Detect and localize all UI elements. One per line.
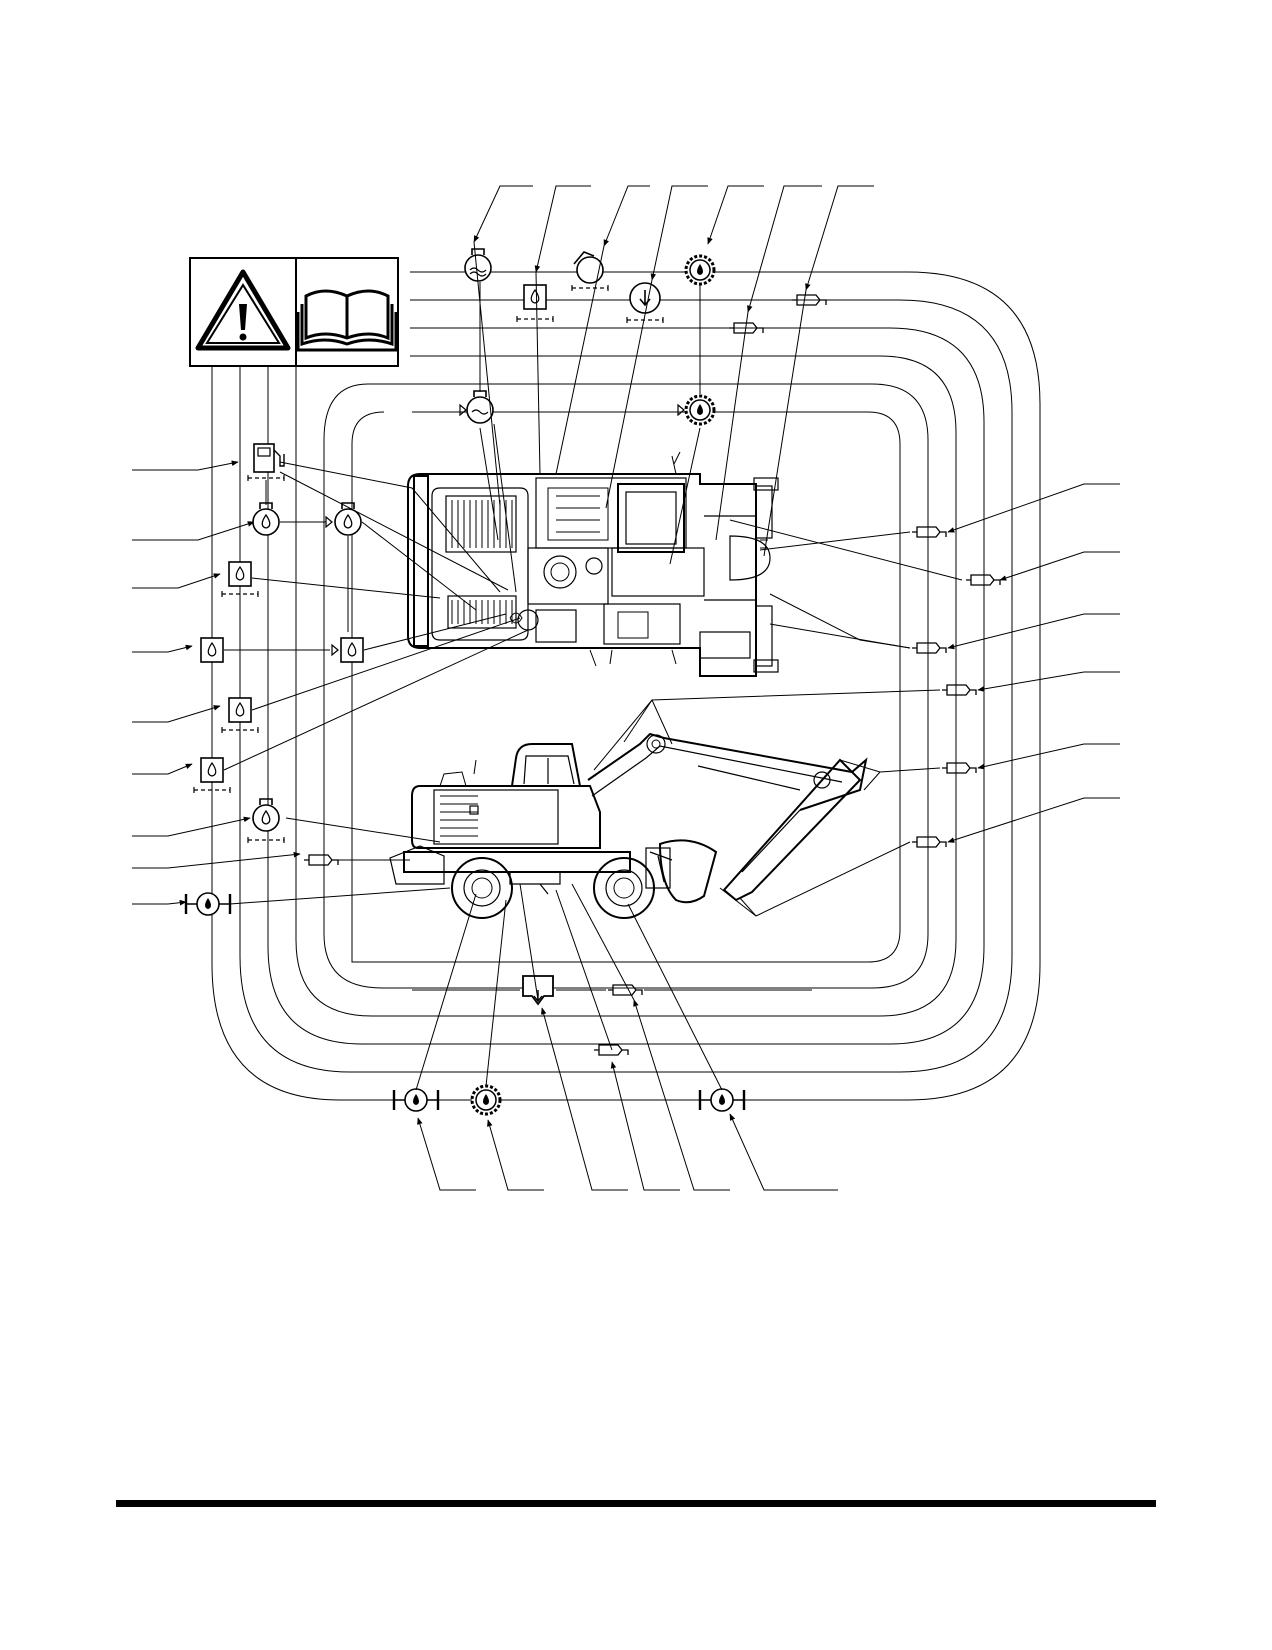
axle-oil-icon xyxy=(392,1087,440,1113)
grease-point-icon xyxy=(607,984,643,996)
footer-rule xyxy=(116,1500,1156,1507)
warning-triangle-icon xyxy=(195,269,291,351)
filter-icon xyxy=(626,282,664,324)
routing-lines xyxy=(211,271,1041,1101)
right-leaders xyxy=(947,483,1120,843)
top-leaders xyxy=(473,185,874,313)
gear-oil-icon xyxy=(684,254,716,286)
axle-oil-icon xyxy=(184,891,232,917)
grease-point-icon xyxy=(911,526,947,538)
right-machine-leaders xyxy=(593,519,963,917)
fuel-icon xyxy=(247,443,285,482)
bottom-leaders xyxy=(415,883,838,1191)
grease-point-icon xyxy=(941,684,977,696)
gear-oil-icon xyxy=(470,1084,502,1116)
engine-oil-check-icon xyxy=(325,502,362,536)
grease-point-icon xyxy=(911,836,947,848)
operator-manual-icon xyxy=(296,289,398,352)
engine-oil-icon xyxy=(247,798,285,844)
engine-coolant-icon xyxy=(459,390,494,424)
hydraulic-tank-check-icon xyxy=(331,637,364,663)
machine-top-view xyxy=(407,451,779,677)
left-leaders xyxy=(132,460,301,906)
machine-leaders xyxy=(223,241,807,905)
top-view-radiator-grille xyxy=(451,500,513,624)
hydraulic-tank-icon xyxy=(200,637,224,663)
axle-oil-icon xyxy=(698,1087,746,1113)
engine-coolant-icon xyxy=(464,248,492,282)
grease-point-icon xyxy=(965,574,1001,586)
grease-point-icon xyxy=(941,762,977,774)
oil-reservoir-icon xyxy=(516,284,554,323)
grease-point-icon xyxy=(303,854,339,866)
engine-oil-icon xyxy=(252,502,280,536)
air-intake-icon xyxy=(571,251,609,292)
grease-point-icon xyxy=(911,642,947,654)
machine-side-view xyxy=(389,732,868,919)
gear-oil-icon xyxy=(677,394,716,426)
